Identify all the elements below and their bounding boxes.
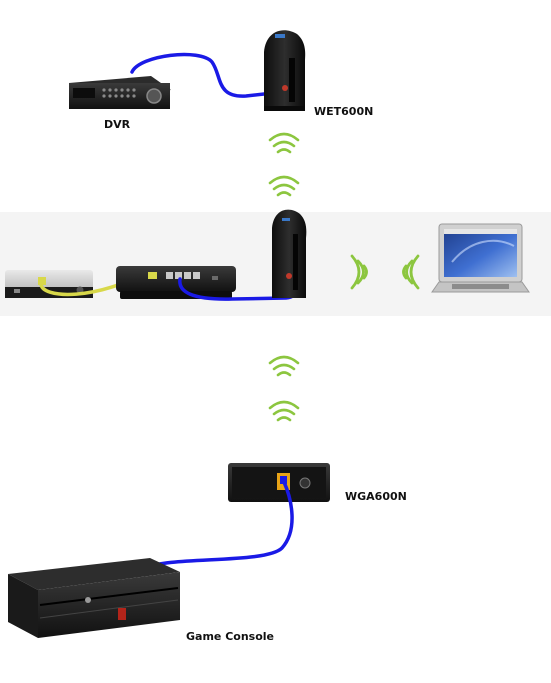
wifi-signal-icon bbox=[268, 355, 300, 377]
wifi-signal-icon bbox=[268, 175, 300, 197]
dvr-device bbox=[69, 76, 171, 109]
wet600n-bridge-top bbox=[264, 30, 306, 111]
wga600n-label: WGA600N bbox=[345, 490, 407, 503]
wifi-signal-icon bbox=[268, 400, 300, 422]
wga600n-adapter bbox=[228, 463, 330, 502]
ethernet-cable-dvr bbox=[130, 52, 284, 98]
dvr-label: DVR bbox=[104, 118, 131, 131]
wifi-signal-icon bbox=[402, 254, 420, 290]
router-device bbox=[116, 266, 236, 299]
wet600n-bridge-middle bbox=[272, 209, 307, 298]
wet600n-label: WET600N bbox=[314, 105, 373, 118]
game-console-device bbox=[8, 558, 180, 638]
laptop-device bbox=[431, 223, 530, 293]
game-console-label: Game Console bbox=[186, 630, 274, 643]
wifi-signal-icon bbox=[350, 254, 368, 290]
ethernet-cable-console bbox=[143, 480, 294, 570]
wifi-signal-icon bbox=[268, 132, 300, 154]
